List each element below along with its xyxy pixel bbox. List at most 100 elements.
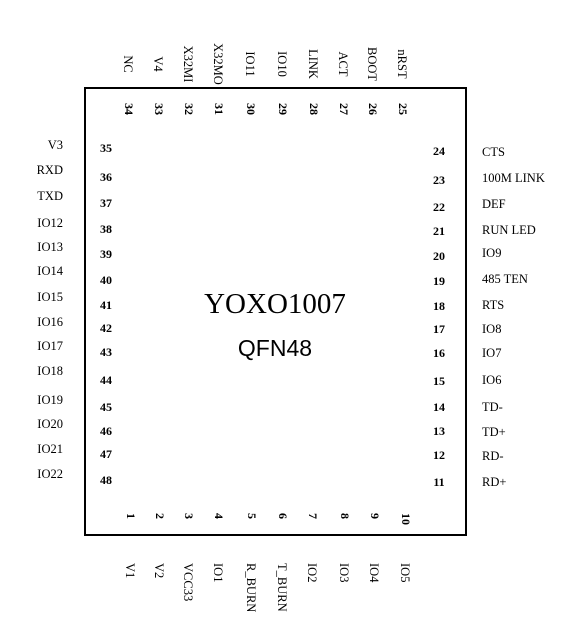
pin-number-28: 28 <box>307 103 321 115</box>
pin-number-38: 38 <box>100 222 112 236</box>
pin-label-cts: CTS <box>482 145 505 159</box>
pin-label-rxd: RXD <box>37 163 63 177</box>
pin-number-33: 33 <box>152 103 166 115</box>
pin-number-23: 23 <box>433 173 445 187</box>
pin-number-44: 44 <box>100 373 112 387</box>
pin-number-39: 39 <box>100 247 112 261</box>
pin-label-run-led: RUN LED <box>482 223 536 237</box>
pin-number-40: 40 <box>100 273 112 287</box>
pin-number-42: 42 <box>100 321 112 335</box>
pin-number-27: 27 <box>337 103 351 115</box>
pin-label-td-: TD- <box>482 400 503 414</box>
pin-number-11: 11 <box>433 475 444 489</box>
pin-number-14: 14 <box>433 400 445 414</box>
pin-label-txd: TXD <box>37 189 63 203</box>
pin-label-io13: IO13 <box>37 240 63 254</box>
pin-number-24: 24 <box>433 144 445 158</box>
pin-label-vcc33: VCC33 <box>181 563 195 601</box>
pin-label-def: DEF <box>482 197 506 211</box>
pin-number-36: 36 <box>100 170 112 184</box>
pin-number-46: 46 <box>100 424 112 438</box>
pin-label-io4: IO4 <box>367 563 381 583</box>
pin-label-io7: IO7 <box>482 346 501 360</box>
pin-label-io18: IO18 <box>37 364 63 378</box>
pin-label-io8: IO8 <box>482 322 501 336</box>
pin-number-13: 13 <box>433 424 445 438</box>
pin-number-8: 8 <box>338 513 352 519</box>
chip-part-number: YOXO1007 <box>204 288 346 320</box>
pin-number-31: 31 <box>212 103 226 115</box>
pin-label-rd-: RD+ <box>482 475 506 489</box>
pin-label-io2: IO2 <box>305 563 319 582</box>
pin-label-io5: IO5 <box>398 563 412 582</box>
pin-number-7: 7 <box>306 513 320 519</box>
pin-label-v4: V4 <box>151 56 165 72</box>
pin-label-io1: IO1 <box>211 563 225 582</box>
pin-label-rd-: RD- <box>482 449 504 463</box>
pin-label-io15: IO15 <box>37 290 63 304</box>
pin-number-21: 21 <box>433 224 445 238</box>
pin-number-12: 12 <box>433 448 445 462</box>
pin-number-10: 10 <box>399 513 413 525</box>
pin-number-48: 48 <box>100 473 112 487</box>
pin-number-30: 30 <box>244 103 258 115</box>
pin-label-io20: IO20 <box>37 417 63 431</box>
pin-label-x32mi: X32MI <box>181 46 195 83</box>
pin-label-nc: NC <box>121 55 135 72</box>
pin-number-2: 2 <box>153 513 167 519</box>
pin-number-25: 25 <box>396 103 410 115</box>
pin-number-9: 9 <box>368 513 382 519</box>
pin-label-act: ACT <box>336 52 350 77</box>
pin-number-47: 47 <box>100 447 112 461</box>
pin-label-io12: IO12 <box>37 216 63 230</box>
pin-label-io11: IO11 <box>243 51 257 76</box>
pin-number-15: 15 <box>433 374 445 388</box>
pin-label-io19: IO19 <box>37 393 63 407</box>
pin-number-41: 41 <box>100 298 112 312</box>
pin-label-rts: RTS <box>482 298 504 312</box>
pin-number-35: 35 <box>100 141 112 155</box>
pin-label-v1: V1 <box>123 563 137 578</box>
pin-label-link: LINK <box>306 49 320 79</box>
chip-package-label: QFN48 <box>238 335 312 361</box>
pin-number-20: 20 <box>433 249 445 263</box>
pin-number-19: 19 <box>433 274 445 288</box>
pin-label-io22: IO22 <box>37 467 63 481</box>
pin-label-485-ten: 485 TEN <box>482 272 528 286</box>
pin-number-17: 17 <box>433 322 445 336</box>
pin-label-nrst: nRST <box>395 49 409 79</box>
pin-label-td-: TD+ <box>482 425 506 439</box>
pin-number-29: 29 <box>276 103 290 115</box>
pin-number-1: 1 <box>124 513 138 519</box>
pin-number-4: 4 <box>212 513 226 519</box>
pin-label-t-burn: T_BURN <box>275 563 289 612</box>
pin-label-io10: IO10 <box>275 51 289 77</box>
pin-number-37: 37 <box>100 196 112 210</box>
pin-number-18: 18 <box>433 299 445 313</box>
pin-label-v2: V2 <box>152 563 166 578</box>
pin-label-x32mo: X32MO <box>211 43 225 85</box>
pin-label-io17: IO17 <box>37 339 63 353</box>
chip-body <box>84 87 467 536</box>
pin-label-boot: BOOT <box>365 47 379 81</box>
pin-number-43: 43 <box>100 345 112 359</box>
pin-label-io6: IO6 <box>482 373 501 387</box>
pin-label-100m-link: 100M LINK <box>482 171 545 185</box>
pin-label-v3: V3 <box>48 138 63 152</box>
pin-label-io14: IO14 <box>37 264 63 278</box>
pin-number-32: 32 <box>182 103 196 115</box>
pin-number-45: 45 <box>100 400 112 414</box>
pin-number-6: 6 <box>276 513 290 519</box>
pin-number-16: 16 <box>433 346 445 360</box>
pins-layer: 1V12V23VCC334IO15R_BURN6T_BURN7IO28IO39I… <box>37 43 545 612</box>
pin-label-io3: IO3 <box>337 563 351 582</box>
pin-label-r-burn: R_BURN <box>244 563 258 612</box>
pin-number-22: 22 <box>433 200 445 214</box>
pin-number-3: 3 <box>182 513 196 519</box>
pin-label-io16: IO16 <box>37 315 63 329</box>
pin-label-io9: IO9 <box>482 246 501 260</box>
pin-number-26: 26 <box>366 103 380 115</box>
pin-number-5: 5 <box>245 513 259 519</box>
pin-number-34: 34 <box>122 103 136 115</box>
